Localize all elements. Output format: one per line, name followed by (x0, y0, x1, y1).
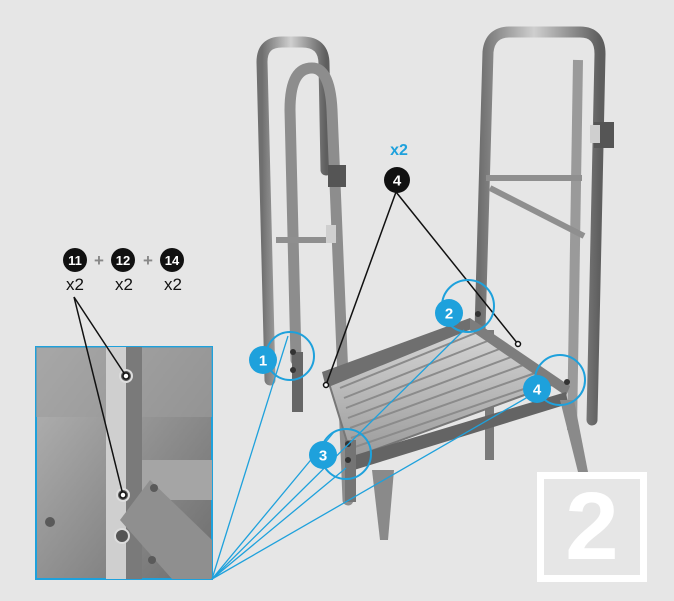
position-marker-4: 4 (523, 375, 551, 403)
plus-sign-2: + (143, 251, 153, 270)
plus-sign-1: + (94, 251, 104, 270)
part4-multiplier: x2 (390, 142, 408, 159)
step-number-box: 2 (537, 472, 647, 582)
part4-badge: 4 (384, 167, 410, 193)
position-marker-2-label: 2 (445, 306, 453, 323)
hardware-part-14-qty: x2 (164, 275, 182, 294)
hardware-part-14-number: 14 (165, 253, 180, 268)
step-number: 2 (565, 479, 618, 575)
position-marker-1: 1 (249, 346, 277, 374)
hardware-part-12-qty: x2 (115, 275, 133, 294)
hardware-part-11-number: 11 (68, 253, 82, 268)
position-marker-4-label: 4 (533, 382, 542, 399)
position-marker-1-label: 1 (259, 353, 267, 370)
position-marker-3: 3 (309, 441, 337, 469)
part4-badge-label: 4 (393, 173, 402, 190)
position-marker-3-label: 3 (319, 448, 327, 465)
position-marker-2: 2 (435, 299, 463, 327)
hardware-part-11-qty: x2 (66, 275, 84, 294)
hardware-part-12-number: 12 (116, 253, 130, 268)
hardware-part-12: 12 x2 (111, 248, 135, 294)
hardware-part-14: 14 x2 (160, 248, 184, 294)
hardware-part-11: 11 x2 (63, 248, 87, 294)
hardware-callout: 11 x2 + 12 x2 + 14 x2 (63, 248, 184, 294)
detail-inset (36, 347, 212, 579)
